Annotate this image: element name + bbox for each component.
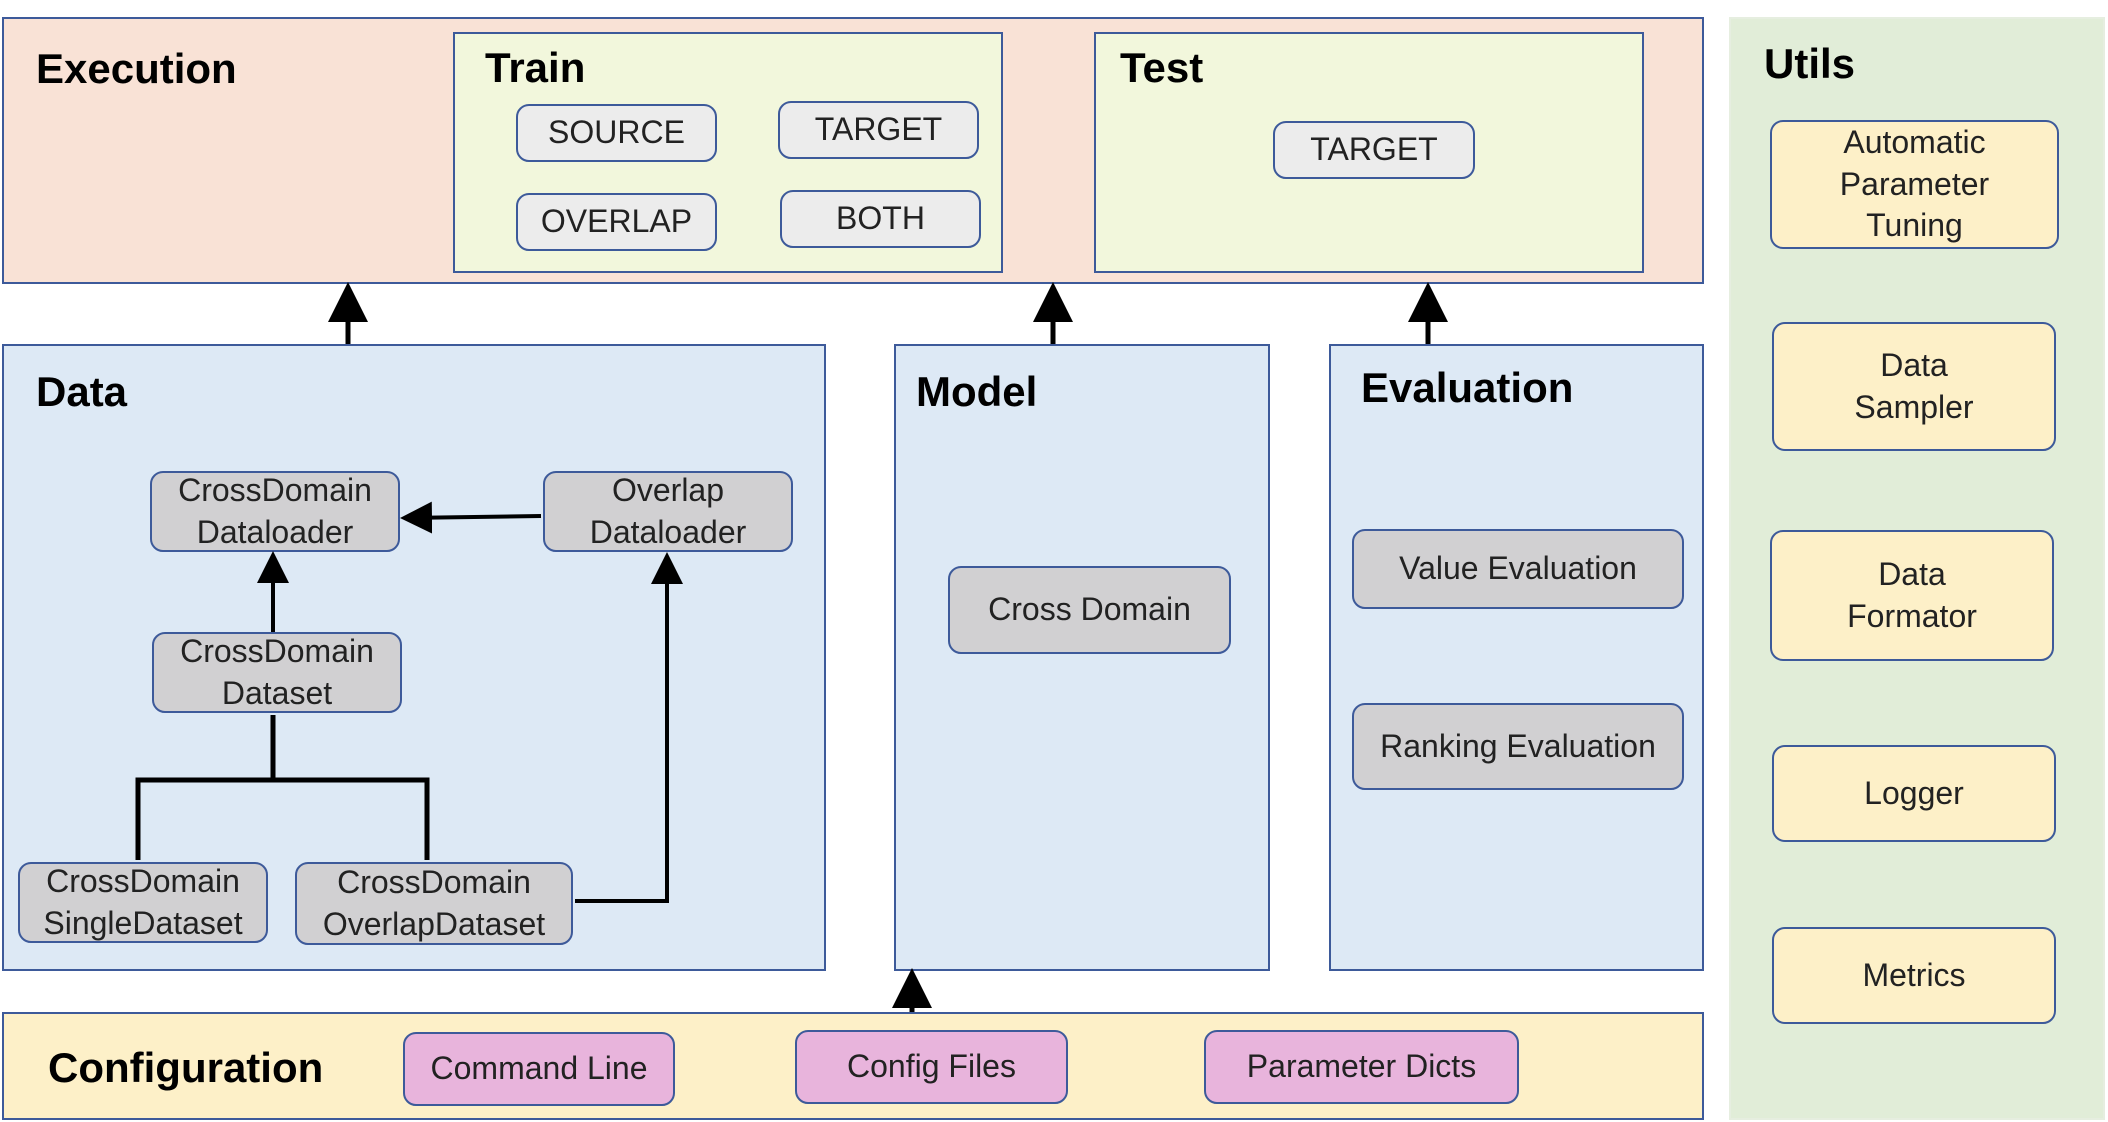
- train-both-box: BOTH: [780, 190, 981, 248]
- cross-domain-model-box: Cross Domain: [948, 566, 1231, 654]
- parameter-tuning-box: Automatic Parameter Tuning: [1770, 120, 2059, 249]
- train-overlap-box: OVERLAP: [516, 193, 717, 251]
- command-line-box: Command Line: [403, 1032, 675, 1106]
- data-title: Data: [36, 368, 128, 415]
- test-title: Test: [1120, 44, 1204, 91]
- execution-title: Execution: [36, 45, 237, 92]
- config-files-box: Config Files: [795, 1030, 1068, 1104]
- test-panel: Test TARGET: [1094, 32, 1644, 273]
- train-title: Train: [485, 44, 586, 91]
- data-sampler-box: Data Sampler: [1772, 322, 2056, 451]
- model-title: Model: [916, 368, 1038, 415]
- evaluation-title: Evaluation: [1361, 364, 1574, 411]
- crossdomain-dataset-box: CrossDomain Dataset: [152, 632, 402, 713]
- utils-title: Utils: [1764, 40, 1856, 87]
- data-formator-box: Data Formator: [1770, 530, 2054, 661]
- metrics-box: Metrics: [1772, 927, 2056, 1024]
- value-evaluation-box: Value Evaluation: [1352, 529, 1684, 609]
- logger-box: Logger: [1772, 745, 2056, 842]
- single-dataset-box: CrossDomain SingleDataset: [18, 862, 268, 943]
- ranking-evaluation-box: Ranking Evaluation: [1352, 703, 1684, 790]
- parameter-dicts-box: Parameter Dicts: [1204, 1030, 1519, 1104]
- train-target-box: TARGET: [778, 101, 979, 159]
- model-panel: Model: [894, 344, 1270, 971]
- overlap-dataset-box: CrossDomain OverlapDataset: [295, 862, 573, 945]
- test-target-box: TARGET: [1273, 121, 1475, 179]
- crossdomain-dataloader-box: CrossDomain Dataloader: [150, 471, 400, 552]
- evaluation-panel: Evaluation: [1329, 344, 1704, 971]
- overlap-dataloader-box: Overlap Dataloader: [543, 471, 793, 552]
- configuration-title: Configuration: [48, 1044, 324, 1091]
- train-panel: Train SOURCE TARGET OVERLAP BOTH: [453, 32, 1003, 273]
- execution-panel: Execution Train SOURCE TARGET OVERLAP BO…: [2, 17, 1704, 284]
- train-source-box: SOURCE: [516, 104, 717, 162]
